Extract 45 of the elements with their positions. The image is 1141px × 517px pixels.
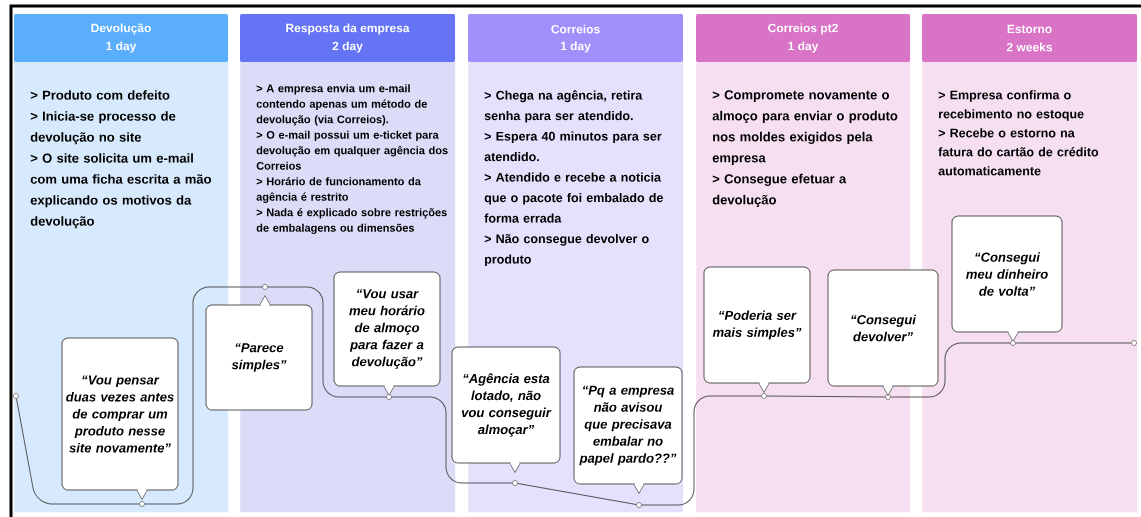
journey-point bbox=[386, 394, 392, 400]
speech-bubble: “Vou pensar duas vezes antes de comprar um produto nesse site novamente” bbox=[61, 337, 179, 500]
journey-line bbox=[391, 396, 513, 484]
stage-header: Correios 1 day bbox=[468, 14, 683, 62]
step-list: > Compromete novamente o almoço para enviar o produto nos moldes exigidos pela empresa > Consegue efetuar a devolução bbox=[712, 90, 898, 207]
speech-bubble: “Agência esta lotado, não vou conseguir almoçar” bbox=[451, 346, 561, 473]
step-list: > Produto com defeito > Inicia-se processo de devolução no site > O site solicita um e-mail com uma ficha escrita a mão explicando os motivos da devolução bbox=[30, 90, 211, 229]
node-label: > Espera 40 minutos para ser atendido. bbox=[484, 131, 662, 162]
journey-line bbox=[641, 395, 762, 506]
step-list: > Empresa confirma o recebimento no estoque > Recebe o estorno na fatura do cartão de crédito automaticamente bbox=[938, 90, 1099, 176]
journey-point bbox=[636, 502, 642, 508]
journey-point bbox=[262, 284, 268, 290]
speech-bubble: “Pq a empresa não avisou que precisava embalar no papel pardo??” bbox=[573, 366, 683, 494]
journey-point bbox=[13, 393, 19, 399]
node-label: > A empresa envia um e-mail contendo apenas um método de devolução (via Correios). bbox=[256, 84, 427, 126]
speech-bubble: “Poderia ser mais simples” bbox=[703, 266, 811, 393]
speech-bubble: “Parece simples” bbox=[205, 295, 313, 411]
journey-line bbox=[890, 342, 1011, 398]
speech-bubble: “Consegui devolver” bbox=[827, 269, 939, 396]
journey-point bbox=[139, 501, 145, 507]
journey-line bbox=[267, 286, 387, 398]
node-label: > O e-mail possui um e-ticket para devolução em qualquer agência dos Correios bbox=[256, 130, 448, 170]
journey-line bbox=[144, 286, 263, 505]
stage-header: Correios pt2 1 day bbox=[696, 14, 910, 62]
step-list: > A empresa envia um e-mail contendo apenas um método de devolução (via Correios). > O e-mail possui um e-ticket para devolução em qualquer agência dos Correios > Horário de funcionamento da agência é restrito > Nada é explicado sobre restrições de embalagens ou dimensões bbox=[256, 84, 448, 234]
journey-point bbox=[761, 393, 767, 399]
node-label: > Atendido e recebe a noticia que o pacote foi embalado de forma errada bbox=[484, 172, 663, 223]
node-label: > Chega na agência, retira senha para ser atendido. bbox=[484, 90, 643, 123]
node-label: > Nada é explicado sobre restrições de embalagens ou dimensões bbox=[256, 208, 447, 235]
journey-point bbox=[885, 394, 891, 400]
journey-point bbox=[1010, 340, 1016, 346]
journey-line bbox=[1015, 342, 1132, 344]
stage-header: Devolução 1 day bbox=[14, 14, 228, 62]
speech-bubble: “Vou usar meu horário de almoço para fazer a devolução” bbox=[333, 271, 441, 396]
node-label: > Não consegue devolver o produto bbox=[484, 233, 649, 267]
journey-point bbox=[512, 480, 518, 486]
stage-header: Estorno 2 weeks bbox=[922, 14, 1137, 62]
journey-point bbox=[1131, 340, 1137, 346]
journey-line bbox=[517, 483, 637, 505]
step-list: > Chega na agência, retira senha para ser atendido. > Espera 40 minutos para ser atendido. > Atendido e recebe a noticia que o pacote foi embalado de forma errada > Não consegue devolver o produto bbox=[484, 90, 663, 267]
journey-line bbox=[766, 395, 886, 398]
speech-bubble: “Consegui meu dinheiro de volta” bbox=[951, 215, 1063, 342]
stage-header: Resposta da empresa 2 day bbox=[240, 14, 455, 62]
node-label: > Horário de funcionamento da agência é restrito bbox=[256, 177, 421, 204]
journey-line bbox=[16, 398, 140, 505]
